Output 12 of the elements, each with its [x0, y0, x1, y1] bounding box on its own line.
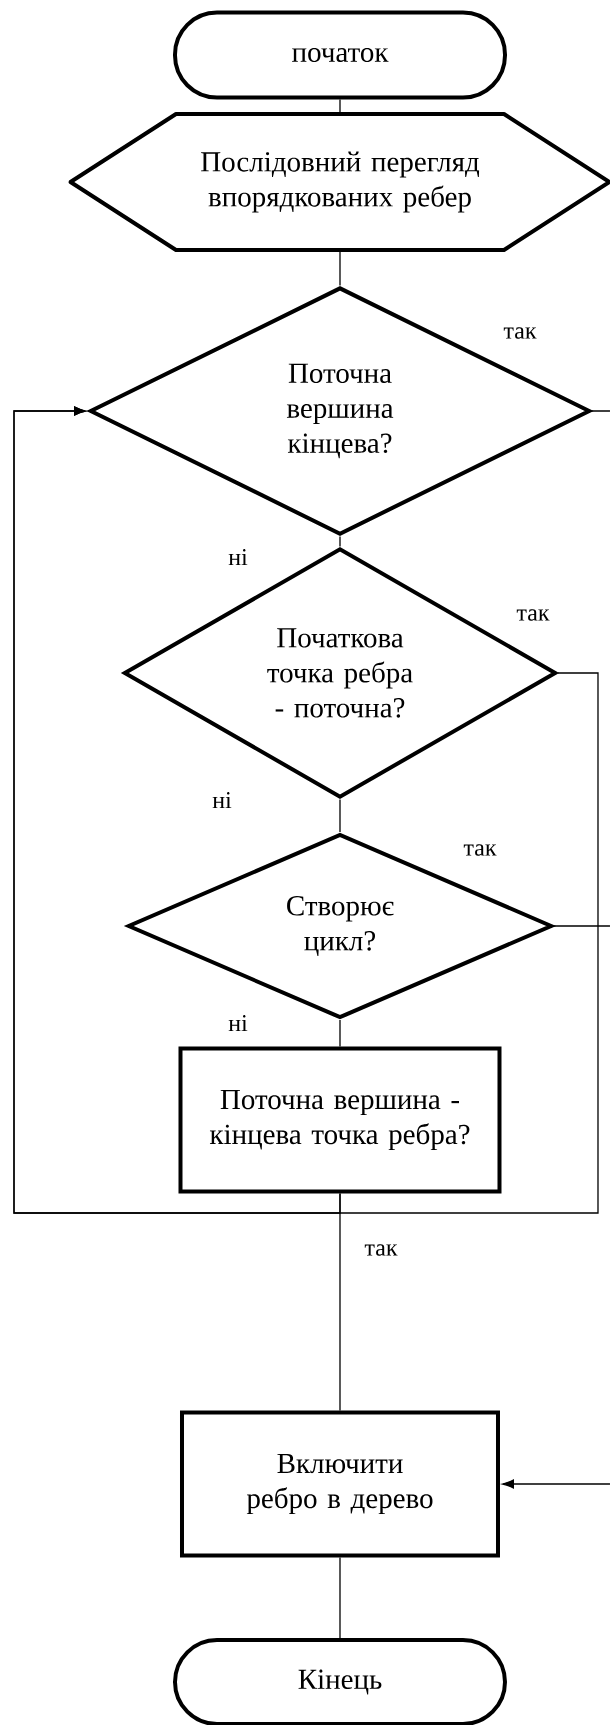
terminal-box: початок	[173, 10, 507, 100]
edge-label: так	[516, 609, 550, 621]
edge-label: так	[364, 1244, 398, 1256]
edge-label: ні	[228, 549, 248, 565]
arrow	[13, 406, 341, 1214]
preparation-hexagon: Послідовний перегляд впорядкованих ребер	[68, 112, 610, 252]
edge-label: так	[463, 844, 497, 856]
process-box: Поточна вершина - кінцева точка ребра?	[178, 1046, 502, 1194]
arrow	[502, 1479, 610, 1489]
terminal-box: Кінець	[173, 1638, 507, 1725]
edge-label: так	[503, 327, 537, 339]
process-box: Включити ребро в дерево	[180, 1410, 500, 1558]
